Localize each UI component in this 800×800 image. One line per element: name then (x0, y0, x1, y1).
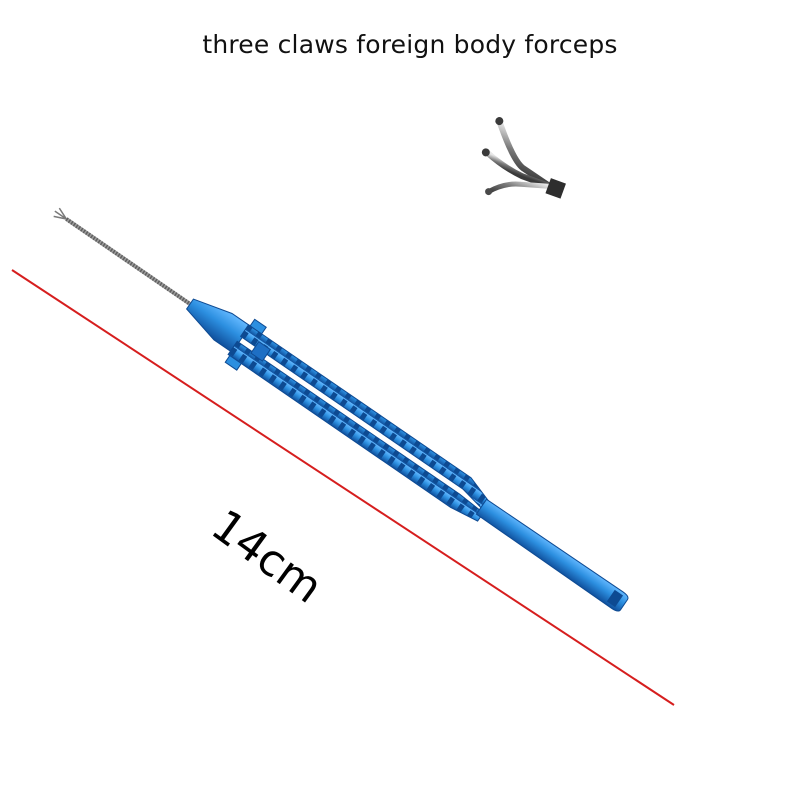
claw-detail-image (481, 117, 566, 199)
measure-line (11, 269, 675, 706)
product-caption: three claws foreign body forceps (202, 30, 618, 59)
forceps-body (53, 207, 629, 612)
